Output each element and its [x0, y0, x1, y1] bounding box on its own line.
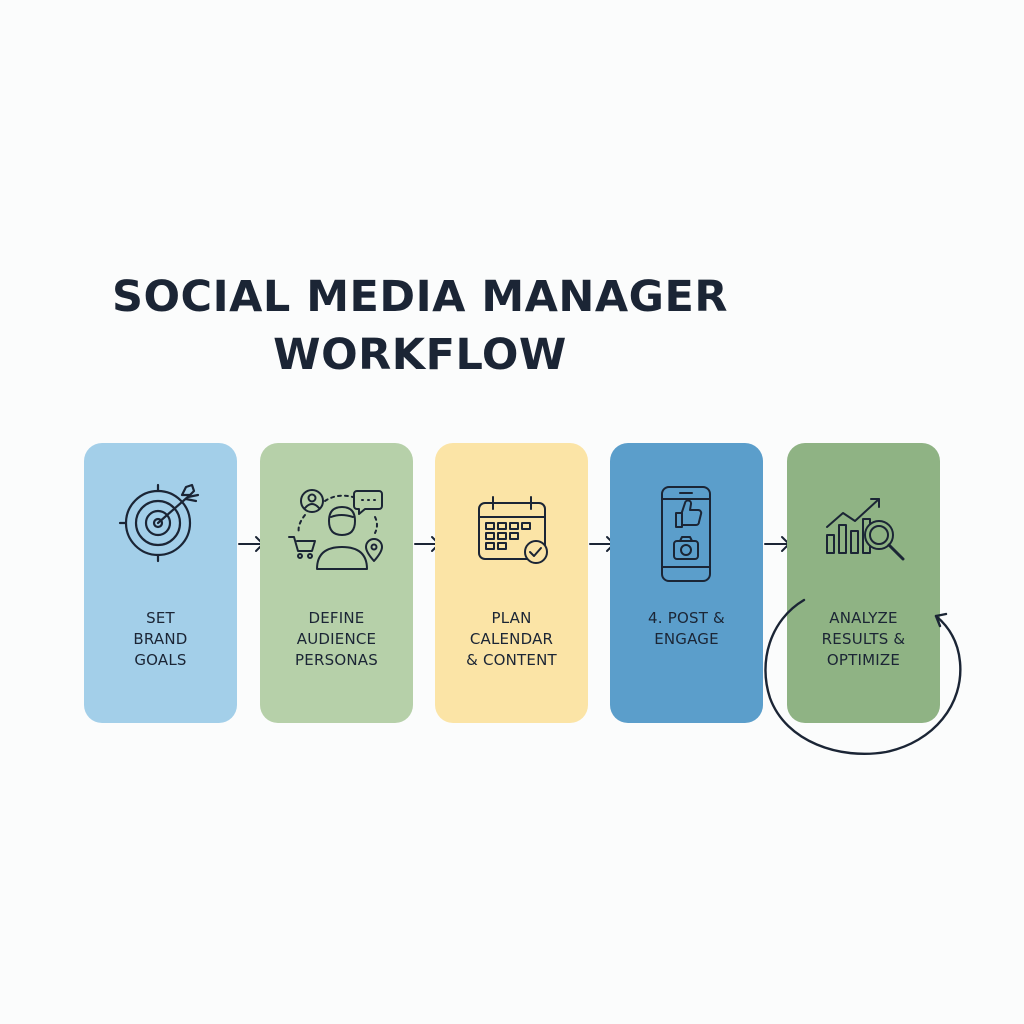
diagram-title: SOCIAL MEDIA MANAGER WORKFLOW — [100, 268, 740, 384]
step-label-4: 4. POST & ENGAGE — [614, 608, 759, 650]
cycle-arrow-icon — [764, 598, 962, 756]
title-line-1: SOCIAL MEDIA MANAGER — [112, 272, 728, 322]
step-label-1-line-1: SET — [146, 609, 175, 627]
step-label-2-line-2: AUDIENCE — [296, 630, 377, 648]
step-label-3-line-2: CALENDAR — [469, 630, 554, 648]
calendar-check-icon — [435, 443, 588, 596]
step-card-3: PLAN CALENDAR & CONTENT — [435, 443, 588, 723]
step-label-4-line-1: 4. POST & — [648, 609, 725, 627]
step-card-2: DEFINE AUDIENCE PERSONAS — [260, 443, 413, 723]
step-label-2-line-1: DEFINE — [308, 609, 365, 627]
step-label-4-line-2: ENGAGE — [654, 630, 719, 648]
chart-magnifier-icon — [787, 443, 940, 596]
step-label-2-line-3: PERSONAS — [295, 651, 378, 669]
step-label-5-line-2: RESULTS & — [821, 630, 906, 648]
step-card-5: ANALYZE RESULTS & OPTIMIZE — [787, 443, 940, 723]
step-label-5-line-3: OPTIMIZE — [826, 651, 901, 669]
step-label-3: PLAN CALENDAR & CONTENT — [439, 608, 584, 671]
step-label-5: ANALYZE RESULTS & OPTIMIZE — [791, 608, 936, 671]
smartphone-social-icon — [610, 443, 763, 596]
step-label-3-line-3: & CONTENT — [466, 651, 557, 669]
step-label-1-line-2: BRAND — [133, 630, 188, 648]
step-label-3-line-1: PLAN — [491, 609, 532, 627]
title-line-2: WORKFLOW — [273, 330, 567, 380]
step-card-1: SET BRAND GOALS — [84, 443, 237, 723]
step-label-1-line-3: GOALS — [134, 651, 187, 669]
step-label-5-line-1: ANALYZE — [829, 609, 898, 627]
step-card-4: 4. POST & ENGAGE — [610, 443, 763, 723]
audience-persona-icon — [260, 443, 413, 596]
target-icon — [84, 443, 237, 596]
step-label-1: SET BRAND GOALS — [88, 608, 233, 671]
step-label-2: DEFINE AUDIENCE PERSONAS — [264, 608, 409, 671]
